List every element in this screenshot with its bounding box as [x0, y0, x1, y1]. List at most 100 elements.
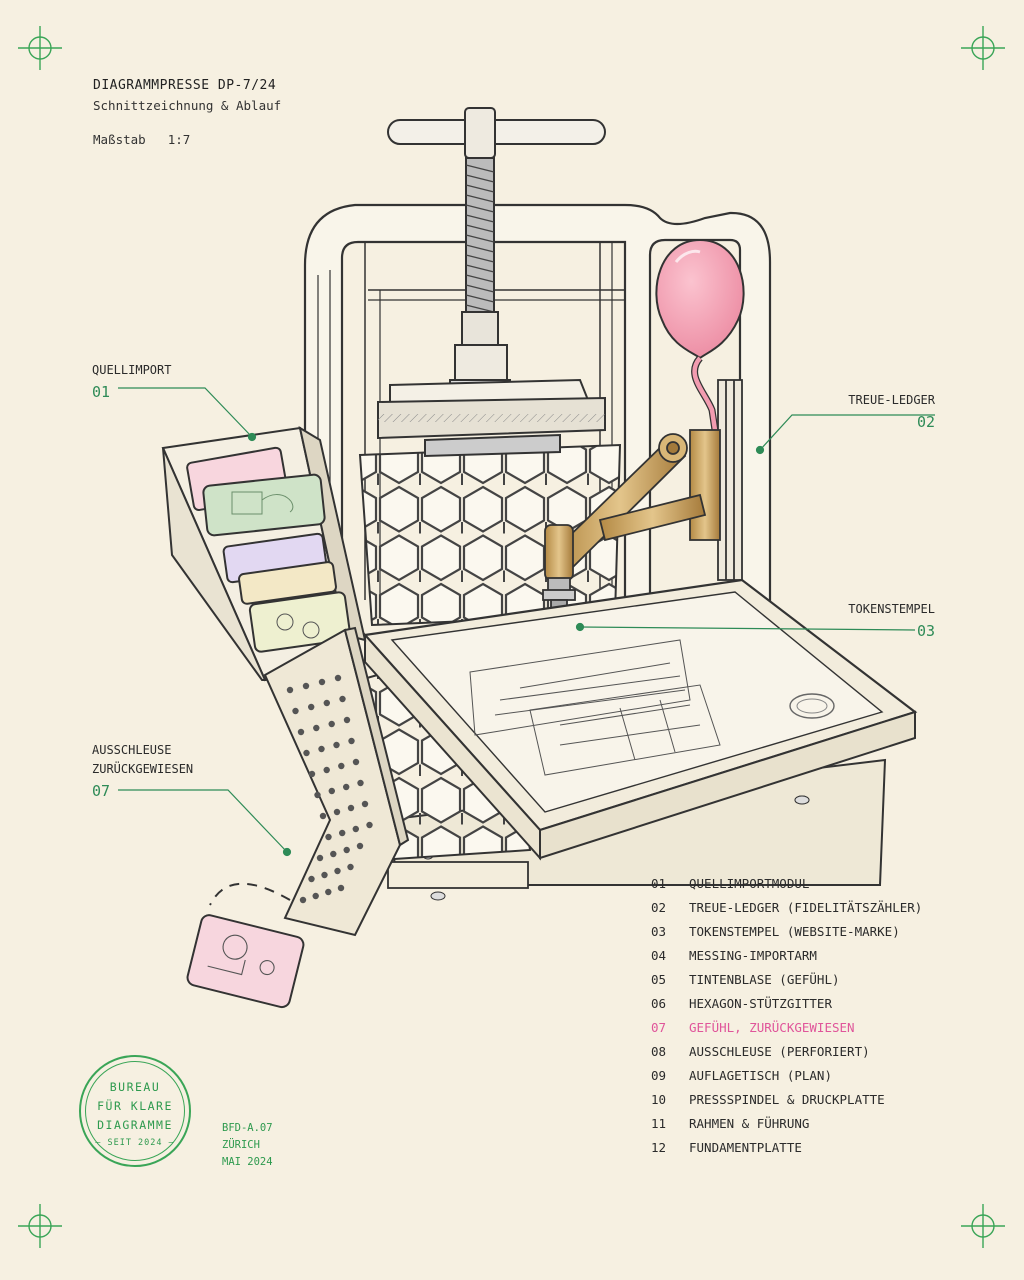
legend-number: 06: [651, 996, 667, 1011]
work-table: [362, 578, 918, 861]
perforation-hole: [343, 783, 350, 791]
perforation-hole: [314, 791, 321, 799]
perforation-hole: [361, 800, 369, 808]
callout-number: 03: [916, 622, 935, 640]
legend-text: QUELLIMPORTMODUL: [689, 876, 810, 891]
legend-text: MESSING-IMPORTARM: [689, 948, 817, 963]
perforation-hole: [333, 741, 340, 749]
legend-item: 11 RAHMEN & FÜHRUNG: [651, 1116, 922, 1140]
callout-02: TREUE-LEDGER 02: [848, 391, 935, 431]
legend-number: 08: [651, 1044, 667, 1059]
perforation-hole: [352, 825, 359, 833]
scale-value: 1:7: [167, 132, 191, 147]
perforation-hole: [318, 745, 325, 753]
perforation-hole: [343, 716, 351, 724]
perforation-hole: [347, 863, 354, 871]
perforation-hole: [325, 888, 332, 896]
legend-number: 02: [651, 900, 667, 915]
legend-number: 03: [651, 924, 667, 939]
perforation-hole: [334, 867, 341, 875]
legend-item-highlighted: 07 GEFÜHL, ZURÜCKGEWIESEN: [651, 1020, 922, 1044]
legend-number: 01: [651, 876, 667, 891]
registration-marks: [18, 26, 1005, 1248]
perforation-hole: [313, 724, 320, 732]
perforation-hole: [325, 833, 332, 841]
parts-legend: 01 QUELLIMPORTMODUL 02 TREUE-LEDGER (FIDEL…: [651, 876, 922, 1164]
legend-number: 04: [651, 948, 667, 963]
legend-item: 12 FUNDAMENTPLATTE: [651, 1140, 922, 1164]
legend-item: 04 MESSING-IMPORTARM: [651, 948, 922, 972]
legend-item: 09 AUFLAGETISCH (PLAN): [651, 1068, 922, 1092]
perforation-hole: [352, 758, 360, 766]
legend-number: 10: [651, 1092, 667, 1107]
perforation-hole: [303, 749, 310, 757]
press-spindle: [387, 107, 606, 395]
legend-text: GEFÜHL, ZURÜCKGEWIESEN: [689, 1020, 855, 1035]
perforation-hole: [297, 728, 305, 736]
legend-text: TINTENBLASE (GEFÜHL): [689, 972, 840, 987]
perforation-hole: [333, 808, 341, 816]
perforation-hole: [343, 846, 350, 854]
perforation-hole: [302, 682, 310, 690]
callout-number: 01: [92, 383, 111, 401]
perforation-hole: [339, 829, 346, 837]
perforation-hole: [316, 854, 324, 862]
bureau-stamp: BUREAU FÜR KLARE DIAGRAMME – SEIT 2024 –: [79, 1055, 191, 1167]
legend-text: RAHMEN & FÜHRUNG: [689, 1116, 810, 1131]
legend-text: AUSSCHLEUSE (PERFORIERT): [689, 1044, 870, 1059]
legend-number: 12: [651, 1140, 667, 1155]
stamp-line-1: BUREAU: [109, 1080, 161, 1094]
perforation-hole: [312, 892, 319, 900]
perforation-hole: [328, 720, 335, 728]
perforation-hole: [357, 779, 364, 787]
scale-label: Maßstab: [93, 132, 146, 147]
perforation-hole: [308, 875, 315, 883]
stamp-code: BFD-A.07: [222, 1122, 273, 1134]
stamp-line-3: DIAGRAMME: [97, 1118, 173, 1132]
legend-number: 07: [651, 1020, 667, 1035]
callout-label-line2: ZURÜCKGEWIESEN: [92, 762, 194, 776]
perforation-hole: [323, 766, 330, 774]
perforation-hole: [330, 850, 337, 858]
perforation-hole: [308, 770, 316, 778]
callout-label: TREUE-LEDGER: [848, 393, 935, 407]
callout-label-line1: AUSSCHLEUSE: [92, 743, 172, 757]
legend-text: TREUE-LEDGER (FIDELITÄTSZÄHLER): [689, 900, 923, 915]
callout-number: 07: [92, 782, 111, 800]
perforation-hole: [318, 678, 326, 686]
perforation-hole: [328, 787, 335, 795]
legend-number: 09: [651, 1068, 667, 1083]
perforation-hole: [308, 703, 315, 711]
source-import-module: [161, 425, 367, 682]
perforation-hole: [321, 871, 328, 879]
perforation-hole: [348, 737, 355, 745]
page-subtitle: Schnittzeichnung & Ablauf: [93, 98, 282, 113]
pressure-plate: [377, 378, 606, 458]
perforation-hole: [337, 884, 345, 892]
perforation-hole: [323, 699, 330, 707]
legend-text: FUNDAMENTPLATTE: [689, 1140, 802, 1155]
stamp-meta: BFD-A.07 ZÜRICH MAI 2024: [222, 1120, 273, 1171]
perforated-reject-chute: [263, 626, 410, 937]
ink-balloon: [655, 238, 745, 431]
perforation-hole: [356, 842, 364, 850]
legend-item: 01 QUELLIMPORTMODUL: [651, 876, 922, 900]
callout-07: AUSSCHLEUSE ZURÜCKGEWIESEN 07: [92, 741, 193, 800]
callout-number: 02: [916, 413, 935, 431]
stamp-city: ZÜRICH: [222, 1139, 260, 1151]
perforation-hole: [286, 686, 294, 694]
perforation-hole: [366, 821, 373, 829]
legend-number: 11: [651, 1116, 667, 1131]
stamp-date: MAI 2024: [222, 1156, 273, 1168]
scale-info: Maßstab 1:7: [93, 132, 212, 147]
legend-text: AUFLAGETISCH (PLAN): [689, 1068, 832, 1083]
legend-number: 05: [651, 972, 667, 987]
callout-label: TOKENSTEMPEL: [848, 602, 935, 616]
perforation-hole: [339, 695, 346, 703]
callout-01: QUELLIMPORT 01: [92, 361, 171, 401]
callout-03: TOKENSTEMPEL 03: [848, 600, 935, 640]
